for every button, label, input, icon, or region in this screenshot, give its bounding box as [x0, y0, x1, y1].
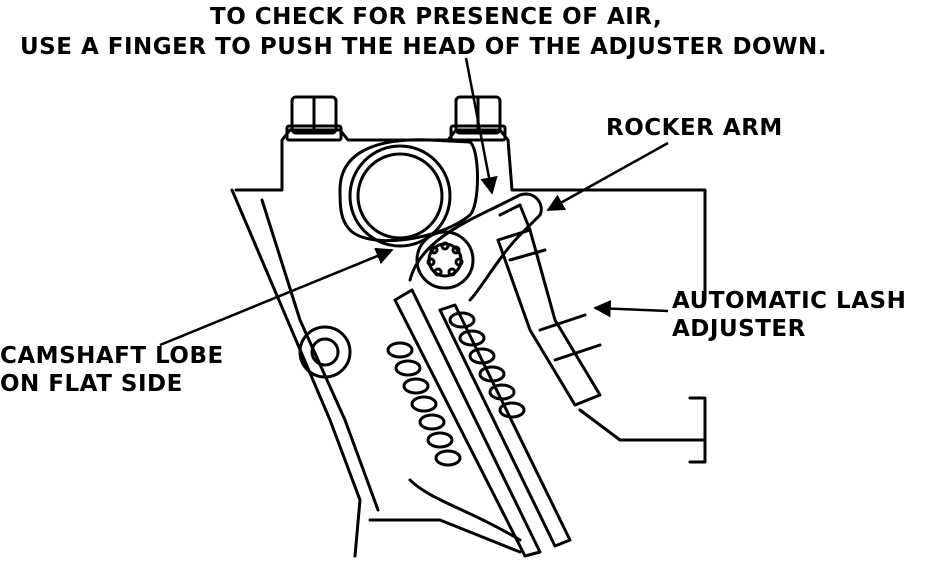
lash-adjuster-body — [496, 203, 602, 407]
head-bolt-left — [285, 95, 343, 142]
rocker-arm-leader-arrow — [546, 141, 669, 212]
instruction-line-1: TO CHECK FOR PRESENCE OF AIR, — [210, 4, 663, 30]
intake-valve-stem — [393, 288, 542, 558]
rocker-arm — [408, 192, 543, 302]
valve-spring-left — [386, 341, 462, 467]
camshaft-lobe-leader-arrow — [159, 247, 394, 347]
camshaft-lobe-label-line-1: CAMSHAFT LOBE — [0, 343, 224, 369]
head-casting-inner-edge — [260, 198, 380, 512]
lash-adjuster-label-line-1: AUTOMATIC LASH — [672, 288, 907, 314]
camshaft — [338, 138, 479, 248]
combustion-chamber-edge — [368, 518, 522, 554]
lower-port-detail — [408, 478, 522, 542]
valve-spring-right — [448, 311, 526, 419]
instruction-line-2: USE A FINGER TO PUSH THE HEAD OF THE ADJ… — [20, 34, 827, 60]
instruction-leader-arrow — [464, 57, 498, 195]
lash-adjuster-label-line-2: ADJUSTER — [672, 316, 806, 342]
rocker-arm-label: ROCKER ARM — [606, 115, 783, 141]
port-outline — [578, 396, 707, 464]
exhaust-valve-stem — [438, 303, 572, 548]
lash-adjuster-leader-arrow — [593, 299, 669, 318]
head-bore — [298, 325, 352, 379]
camshaft-lobe-label-line-2: ON FLAT SIDE — [0, 371, 183, 397]
rocker-roller — [415, 230, 475, 290]
